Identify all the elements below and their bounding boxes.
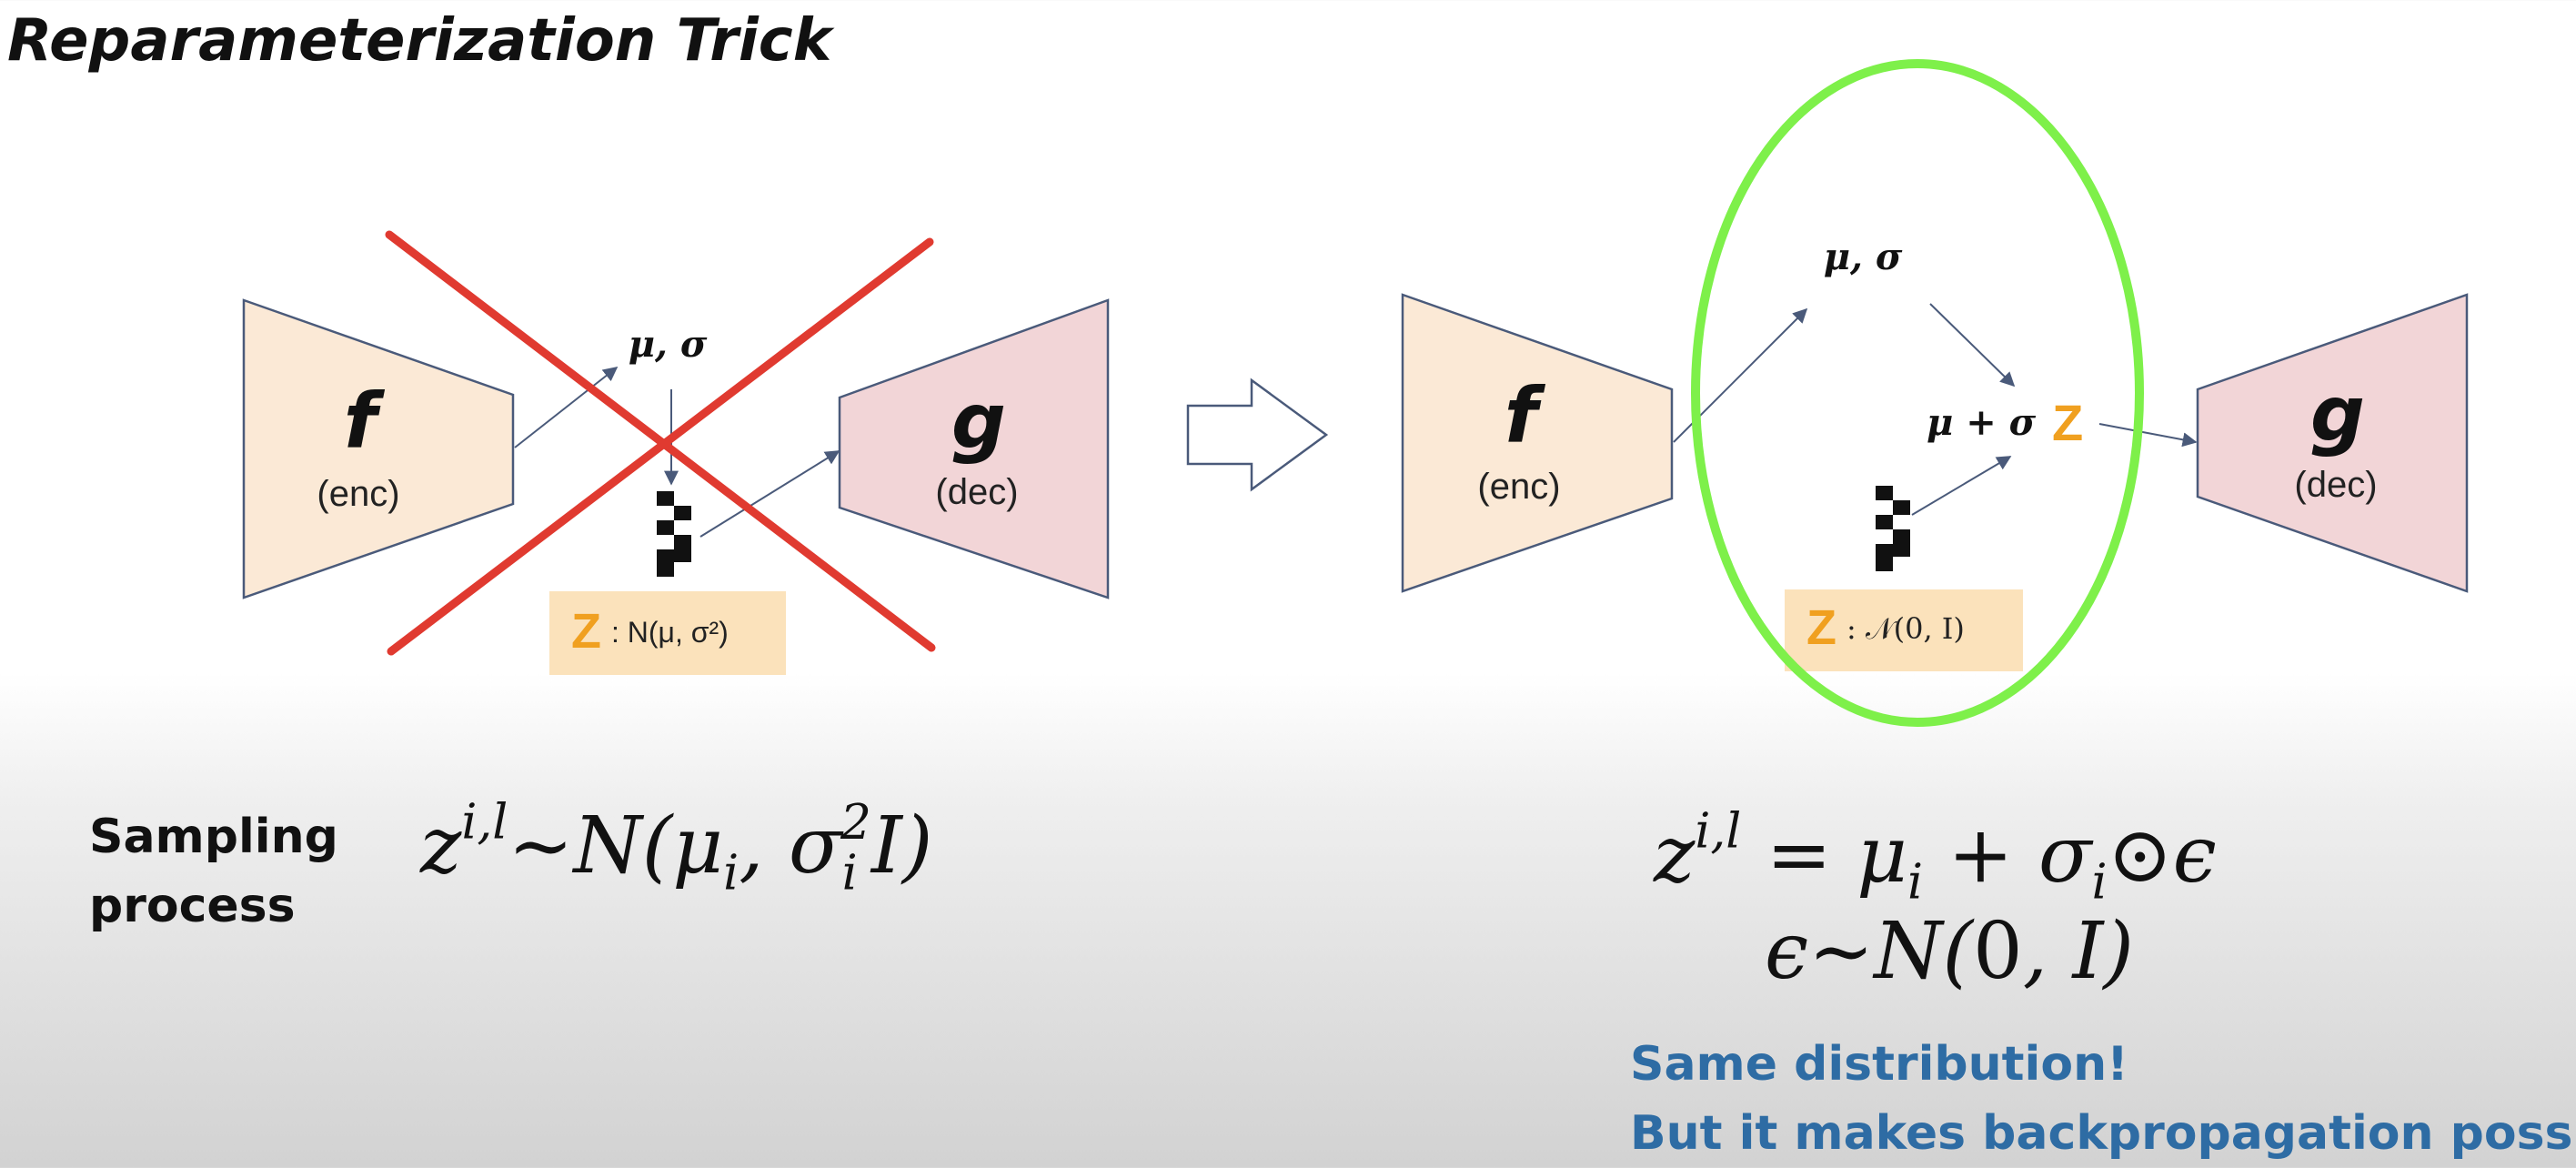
green-highlight-ellipse	[1691, 59, 2144, 727]
left-sample-pixel-icon	[657, 491, 691, 577]
right-diagram: f (enc) g (dec) μ, σ μ + σ Z Z : 𝒩(0, I)	[1401, 59, 2469, 727]
right-z-box: Z : 𝒩(0, I)	[1785, 589, 2023, 671]
left-diagram: f (enc) g (dec) μ, σ Z : N(μ, σ²)	[242, 230, 1110, 675]
right-encoder-label: (enc)	[1477, 467, 1560, 507]
left-z-letter: Z	[571, 604, 601, 659]
right-arrow-sample-to-combo	[1911, 456, 2012, 516]
sampling-process-label: Sampling process	[89, 802, 338, 941]
red-cross-line-2	[387, 237, 934, 656]
left-arrow-sample-to-dec	[699, 450, 840, 538]
left-decoder-label: (dec)	[935, 472, 1018, 512]
right-sample-pixel-icon	[1876, 486, 1910, 571]
right-encoder-trapezoid	[1401, 293, 1674, 593]
right-params-label: μ, σ	[1824, 236, 1903, 278]
right-decoder-label: (dec)	[2294, 465, 2377, 505]
left-z-box: Z : N(μ, σ²)	[549, 591, 786, 675]
left-decoder-letter: g	[951, 377, 1006, 466]
right-arrow-combo-to-dec	[2098, 423, 2198, 448]
formula-sampling: zi,l~N(μi, σi2I)	[420, 793, 933, 901]
red-cross-line-1	[385, 230, 936, 652]
left-encoder-label: (enc)	[317, 474, 399, 514]
sampling-label-line2: process	[89, 879, 296, 933]
right-combination-expr: μ + σ	[1927, 401, 2037, 444]
right-decoder-letter: g	[2310, 369, 2365, 458]
hollow-right-arrow	[1186, 378, 1329, 492]
diagram-canvas: f (enc) g (dec) μ, σ Z : N(μ, σ²)	[242, 59, 2469, 727]
left-z-distribution: : N(μ, σ²)	[611, 616, 729, 649]
right-z-distribution: : 𝒩(0, I)	[1846, 611, 1965, 646]
page-title: Reparameterization Trick	[7, 7, 832, 75]
right-combination-z: Z	[2052, 394, 2083, 451]
right-z-letter: Z	[1806, 600, 1836, 655]
note-same-distribution: Same distribution!	[1630, 1037, 2128, 1092]
sampling-label-line1: Sampling	[89, 810, 338, 864]
right-arrow-params-to-combo	[1929, 303, 2016, 388]
left-decoder-trapezoid	[838, 298, 1110, 599]
left-params-label: μ, σ	[629, 323, 708, 366]
formula-reparameterized: zi,l = μi + σi⊙ϵ	[1654, 802, 2217, 911]
right-decoder-trapezoid	[2196, 293, 2469, 593]
left-arrow-enc-to-params	[514, 367, 619, 448]
left-encoder-trapezoid	[242, 298, 515, 599]
formula-epsilon: ϵ~N(0, I)	[1765, 906, 2134, 997]
note-backpropagation: But it makes backpropagation possible!	[1630, 1106, 2576, 1161]
